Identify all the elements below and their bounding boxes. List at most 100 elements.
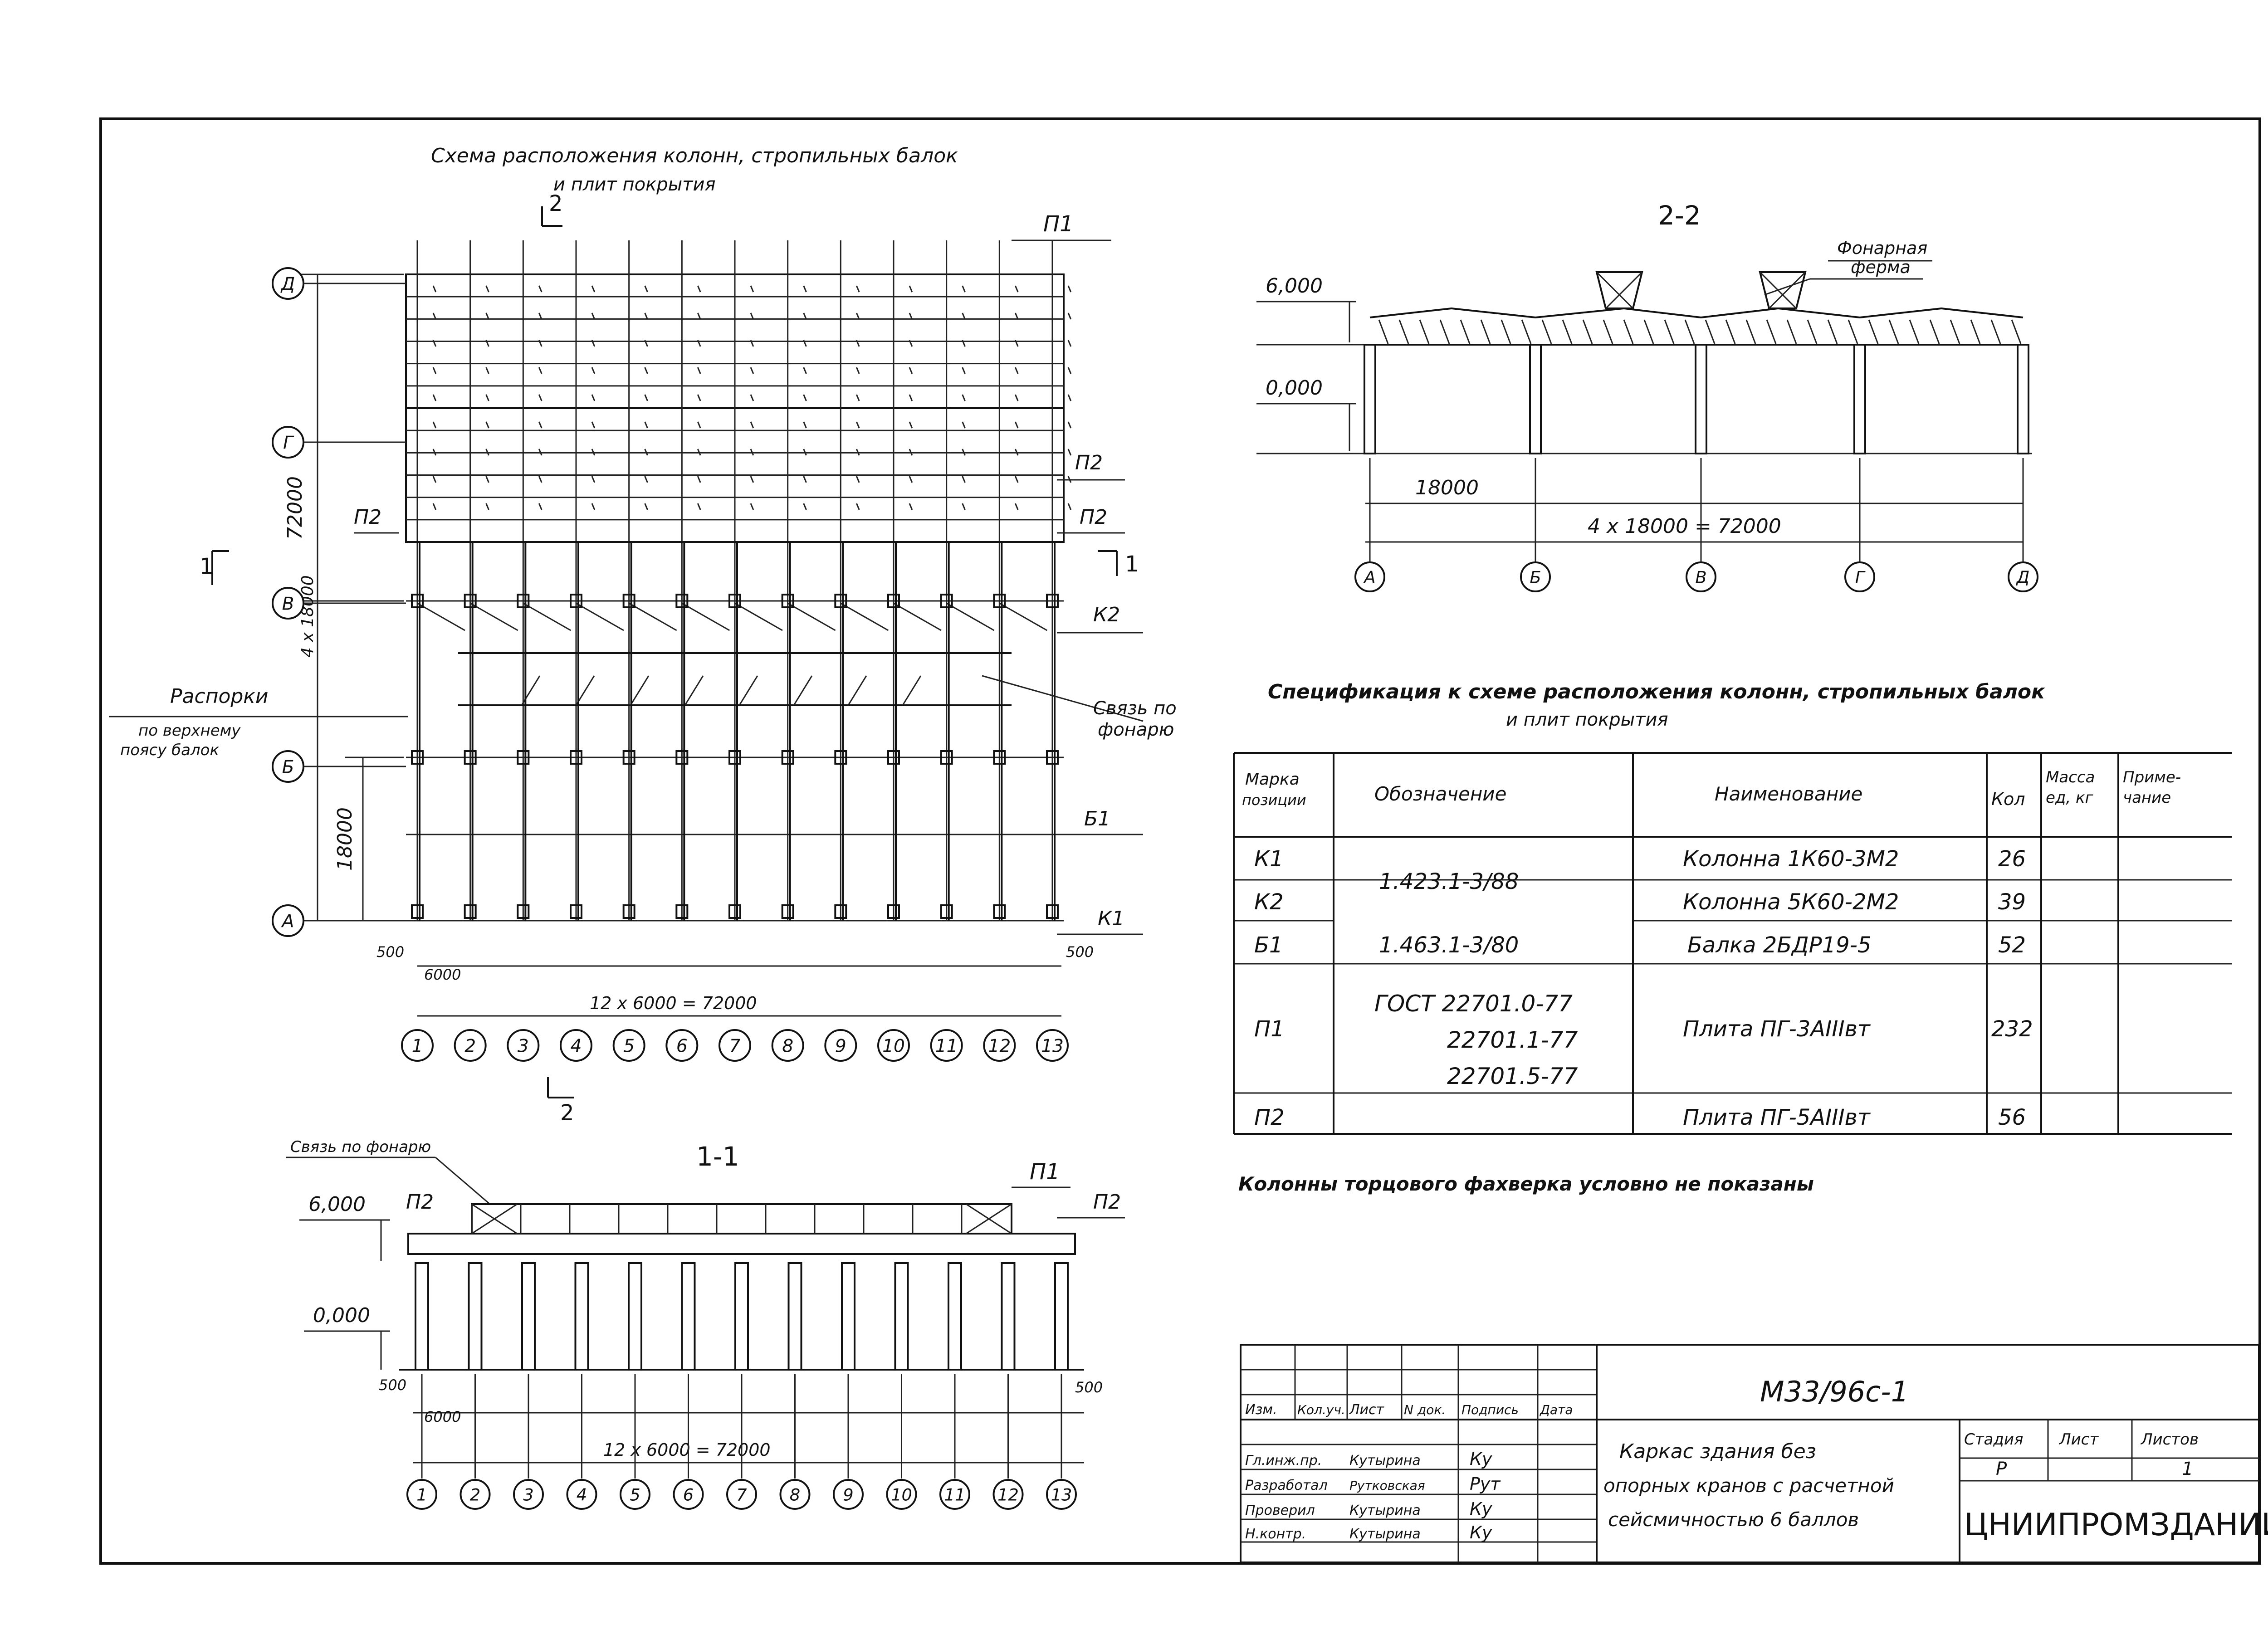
k2-diagonal (469, 602, 518, 631)
section11-axis-bubble-5-circle (620, 1479, 650, 1510)
slab-tick (750, 340, 754, 347)
title-block: Изм. Кол.уч. Лист N док. Подпись Дата Гл… (1240, 1344, 2268, 1563)
section11-column (521, 1262, 536, 1371)
section11-column (468, 1262, 483, 1371)
section-1-marker-left: 1 (200, 554, 214, 579)
fonar-brace-diagonal (793, 675, 813, 706)
section-1-marker-right: 1 (1125, 551, 1139, 577)
section11-column (681, 1262, 696, 1371)
plan-column (940, 904, 953, 919)
slab-tick (644, 394, 648, 401)
section22-web (2011, 319, 2022, 344)
section-2-marker-top: 2 (549, 191, 563, 216)
section11-column (787, 1262, 802, 1371)
section22-web (1643, 319, 1654, 344)
plan-dim-total: 12 х 6000 = 72000 (590, 993, 757, 1013)
slab-tick (1067, 285, 1072, 293)
slab-tick (644, 312, 648, 320)
section11-axis-bubble-1-circle (406, 1479, 437, 1510)
section22-web (1990, 319, 2001, 344)
plan-dim-500-right: 500 (1066, 943, 1094, 961)
section11-p2-left: П2 (406, 1191, 434, 1214)
section22-web (1562, 319, 1573, 344)
section11-axis-bubble-12: 12 (992, 1479, 1024, 1510)
plan-axis-bubble-13-circle (1036, 1029, 1069, 1062)
k2-diagonal (417, 602, 465, 631)
plan-axis-bubble-7-circle (719, 1029, 751, 1062)
section11-column (1001, 1262, 1016, 1371)
spec-header-note-line1: Приме- (2123, 768, 2181, 786)
slab-tick (432, 285, 437, 293)
specification: Спецификация к схеме расположения колонн… (1233, 680, 2232, 1195)
spec-row-k1-mark: К1 (1254, 846, 1284, 872)
section11-axis-bubble-3-label: 3 (523, 1485, 533, 1504)
slab-tick (485, 367, 489, 374)
section11-column (574, 1262, 589, 1371)
plan-dim-72000: 72000 (284, 476, 307, 540)
section11-axis-bubble-10-label: 10 (891, 1485, 912, 1504)
section22-web (1970, 319, 1981, 344)
slab-tick (1067, 394, 1072, 401)
slab-tick (644, 449, 648, 456)
section11-axis-bubble-11-circle (939, 1479, 970, 1510)
k2-diagonal (787, 602, 836, 631)
section11-column (415, 1262, 429, 1371)
plan-axis-bubble-12: 12 (983, 1029, 1016, 1062)
slab-tick (803, 394, 807, 401)
section-1-1: 1-1 Связь по фонарю П1 П2 П2 6,000 0,000… (286, 1138, 1125, 1510)
section22-web (1888, 319, 1899, 344)
section11-axis-bubble-7-circle (726, 1479, 757, 1510)
plan-column (622, 904, 635, 919)
section22-web (1909, 319, 1920, 344)
plan-axis-bubble-6: 6 (665, 1029, 699, 1062)
section-2-marker-bottom: 2 (560, 1100, 574, 1126)
section11-axis-bubble-4-circle (566, 1479, 597, 1510)
stamp-title-line3: сейсмичностью 6 баллов (1608, 1508, 1859, 1531)
plan-axis-bubble-4: 4 (560, 1029, 592, 1062)
plan-row-bubble-4-label: А (281, 911, 294, 932)
section11-axis-bubble-6-label: 6 (683, 1485, 694, 1504)
plan-axis-bubble-6-label: 6 (676, 1036, 688, 1056)
stamp-name-4: Кутырина (1349, 1526, 1421, 1542)
section22-roof-top (1369, 307, 2024, 319)
section22-dim-total: 4 х 18000 = 72000 (1588, 515, 1781, 538)
section11-axis-bubble-9-label: 9 (843, 1485, 853, 1504)
slab-tick (644, 503, 648, 510)
plan-row-bubble-0-label: Д (280, 274, 295, 294)
plan-axis-bubble-12-label: 12 (988, 1036, 1011, 1056)
plan-column (622, 594, 635, 608)
stamp-sheet-value: 1 (2182, 1459, 2193, 1479)
svyaz-label-line2: фонарю (1098, 719, 1174, 740)
slab-tick (644, 476, 648, 483)
plan-axis-bubble-5-label: 5 (623, 1036, 635, 1056)
slab-tick (855, 340, 860, 347)
slab-tick (1067, 421, 1072, 429)
section11-dim-500-right: 500 (1075, 1379, 1103, 1396)
section11-axis-bubble-2: 2 (459, 1479, 491, 1510)
section22-axis-bubble-2-circle (1686, 561, 1716, 592)
fonar-label-line1: Фонарная (1837, 238, 1927, 258)
slab-tick (697, 421, 701, 429)
section11-dim-500-left: 500 (379, 1376, 406, 1394)
section22-web (1480, 319, 1491, 344)
plan-column (728, 750, 741, 765)
spec-header-name: Наименование (1715, 783, 1862, 805)
spec-row-p1-designation-line3: 22701.5-77 (1447, 1063, 1578, 1089)
stamp-stage-label: Стадия (1964, 1430, 2023, 1449)
plan-axis-bubble-8-label: 8 (782, 1036, 793, 1056)
section22-axis-bubble-3-circle (1844, 561, 1875, 592)
slab-tick (591, 367, 596, 374)
section22-web (1950, 319, 1960, 344)
plan-axis-bubble-9-label: 9 (835, 1036, 846, 1056)
plan-axis-bubble-2-label: 2 (464, 1036, 476, 1056)
slab-tick (538, 340, 543, 347)
plan-axis-bubble-11-circle (930, 1029, 963, 1062)
slab-tick (432, 367, 437, 374)
slab-tick (432, 449, 437, 456)
stamp-sign-2: Рут (1470, 1474, 1501, 1494)
spec-row-k1-name: Колонна 1К60-3М2 (1683, 846, 1899, 872)
plan-column (887, 594, 900, 608)
section11-axis-bubble-12-label: 12 (997, 1485, 1019, 1504)
plan-axis-bubble-7: 7 (719, 1029, 751, 1062)
